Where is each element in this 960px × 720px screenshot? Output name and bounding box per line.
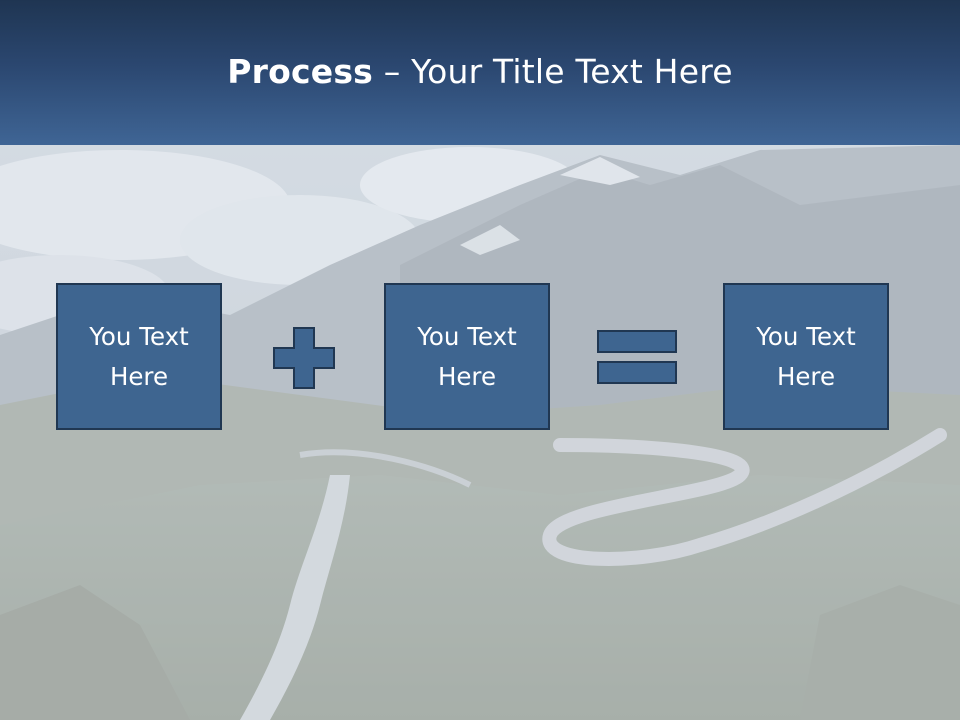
- background-wash-overlay: [0, 145, 960, 720]
- slide-title: Process – Your Title Text Here: [227, 52, 733, 91]
- title-bar: Process – Your Title Text Here: [0, 0, 960, 145]
- text-box-2[interactable]: You Text Here: [384, 283, 550, 430]
- plus-icon: [273, 327, 335, 389]
- text-box-2-label: You Text Here: [417, 321, 517, 391]
- title-rest: – Your Title Text Here: [373, 52, 733, 91]
- text-box-1-label: You Text Here: [89, 321, 189, 391]
- text-box-3[interactable]: You Text Here: [723, 283, 889, 430]
- text-box-1[interactable]: You Text Here: [56, 283, 222, 430]
- title-strong: Process: [227, 52, 374, 91]
- text-box-3-label: You Text Here: [756, 321, 856, 391]
- equals-icon: [597, 330, 677, 384]
